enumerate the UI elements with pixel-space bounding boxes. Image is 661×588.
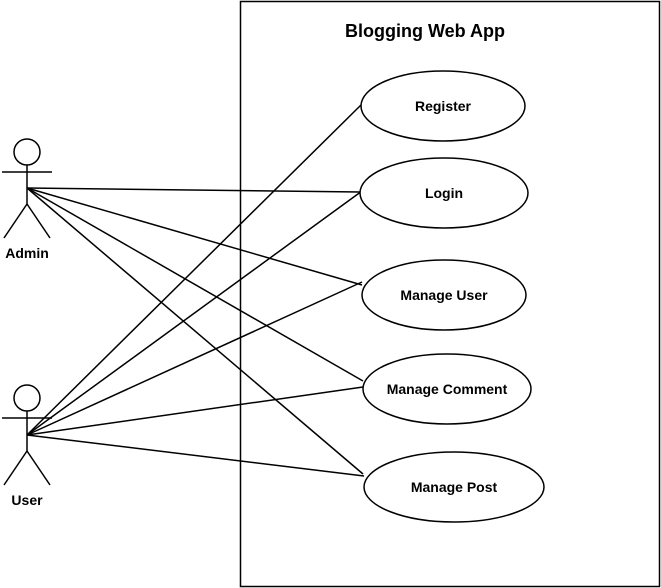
association-line-user-manage-post xyxy=(26,434,365,477)
use-case-manage-user[interactable]: Manage User xyxy=(361,259,527,331)
association-line-user-login xyxy=(26,190,363,436)
use-case-ellipse xyxy=(363,451,545,523)
association-lines xyxy=(26,103,365,477)
actor-user[interactable]: User xyxy=(2,384,52,508)
association-line-admin-manage-post xyxy=(26,187,364,475)
use-case-label: Register xyxy=(415,98,472,114)
actor-admin[interactable]: Admin xyxy=(2,138,52,261)
association-line-admin-manage-user xyxy=(26,187,363,286)
use-case-ellipse xyxy=(361,259,527,331)
association-line-admin-login xyxy=(26,187,361,193)
use-case-manage-comment[interactable]: Manage Comment xyxy=(362,353,532,425)
use-case-register[interactable]: Register xyxy=(360,70,526,142)
use-case-ellipse xyxy=(362,353,532,425)
stick-figure-icon xyxy=(2,384,52,486)
association-line-user-manage-user xyxy=(26,281,363,436)
actor-label: Admin xyxy=(5,245,49,261)
stick-figure-icon xyxy=(2,138,52,239)
use-case-label: Manage Post xyxy=(411,479,498,495)
association-line-user-manage-comment xyxy=(26,386,364,436)
use-case-label: Manage User xyxy=(400,287,488,303)
use-case-ellipse xyxy=(360,70,526,142)
system-boundary xyxy=(239,0,661,588)
association-line-user-register xyxy=(26,103,363,436)
association-line-admin-manage-comment xyxy=(26,187,364,382)
use-case-manage-post[interactable]: Manage Post xyxy=(363,451,545,523)
actor-label: User xyxy=(11,492,43,508)
system-title: Blogging Web App xyxy=(345,21,505,41)
use-case-ellipse xyxy=(359,157,529,229)
use-case-login[interactable]: Login xyxy=(359,157,529,229)
use-case-label: Manage Comment xyxy=(387,381,508,397)
use-case-label: Login xyxy=(425,185,463,201)
